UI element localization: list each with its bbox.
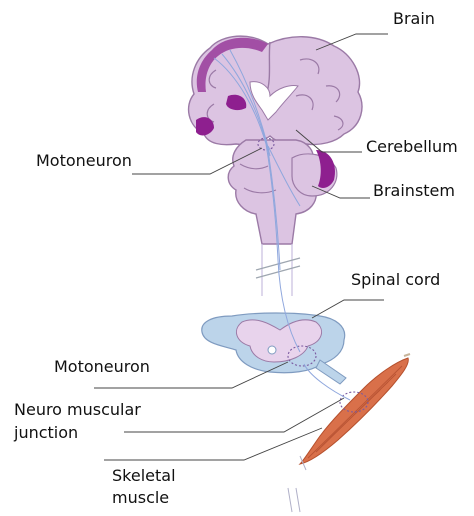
brainstem-label: Brainstem [373,181,455,201]
nmj-label-line2: junction [14,423,78,443]
skeletal-muscle-leader [104,428,322,460]
skeletal-muscle [300,354,410,464]
skeletal-muscle-label-line1: Skeletal [112,466,176,486]
muscle-belly [300,358,408,464]
nmj-label-line1: Neuro muscular [14,400,141,420]
skeletal-muscle-label-line2: muscle [112,488,169,508]
nmj-leader [124,398,344,432]
spinal-cord-leader [312,300,384,318]
central-canal [268,346,276,354]
brain [189,36,362,145]
brainstem-group [228,138,337,244]
spinal-cord-section [202,313,346,384]
brain-label: Brain [393,9,435,29]
spinal-cord-label: Spinal cord [351,270,440,290]
motoneuron-upper-label: Motoneuron [36,151,132,171]
cerebellum-label: Cerebellum [366,137,458,157]
muscle-tendon-top [404,354,410,356]
motoneuron-lower-label: Motoneuron [54,357,150,377]
spinal-nerve-root [316,360,346,384]
peripheral-nerve-continuation [288,488,300,512]
